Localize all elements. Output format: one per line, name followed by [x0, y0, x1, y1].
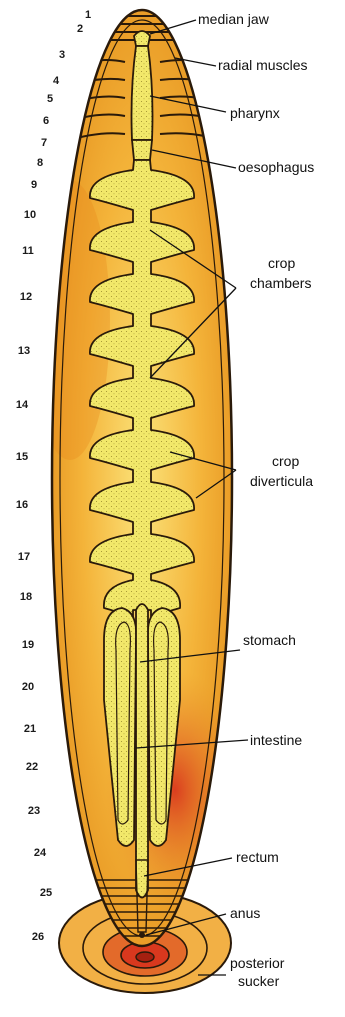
label-crop-diverticula-line1: crop: [272, 453, 299, 469]
segment-number-26: 26: [32, 931, 44, 943]
crop-chambers: [90, 160, 194, 620]
segment-number-10: 10: [24, 209, 36, 221]
median-jaw: [134, 31, 150, 46]
segment-number-24: 24: [34, 847, 47, 859]
segment-number-11: 11: [22, 245, 34, 257]
segment-number-4: 4: [53, 75, 60, 87]
label-radial-muscles: radial muscles: [218, 57, 307, 73]
segment-number-17: 17: [18, 551, 30, 563]
segment-number-6: 6: [43, 115, 49, 127]
segment-number-7: 7: [41, 137, 47, 149]
segment-number-19: 19: [22, 639, 34, 651]
label-median-jaw: median jaw: [198, 11, 270, 27]
segment-number-8: 8: [37, 157, 43, 169]
label-crop-chambers-line1: crop: [268, 255, 295, 271]
segment-number-23: 23: [28, 805, 40, 817]
crop-outline: [90, 160, 194, 620]
label-stomach: stomach: [243, 632, 296, 648]
segment-number-18: 18: [20, 591, 32, 603]
label-pharynx: pharynx: [230, 105, 280, 121]
label-posterior-sucker-line1: posterior: [230, 955, 285, 971]
label-crop-chambers-line2: chambers: [250, 275, 311, 291]
label-intestine: intestine: [250, 732, 302, 748]
segment-number-22: 22: [26, 761, 38, 773]
segment-number-25: 25: [40, 887, 52, 899]
oesophagus: [132, 140, 152, 160]
pharynx: [132, 46, 153, 140]
label-crop-diverticula-line2: diverticula: [250, 473, 313, 489]
segment-number-3: 3: [59, 49, 65, 61]
segment-number-21: 21: [24, 723, 36, 735]
segment-number-15: 15: [16, 451, 28, 463]
segment-number-16: 16: [16, 499, 28, 511]
label-posterior-sucker-line2: sucker: [238, 973, 280, 989]
label-rectum: rectum: [236, 849, 279, 865]
segment-number-12: 12: [20, 291, 32, 303]
segment-number-2: 2: [77, 23, 83, 35]
label-oesophagus: oesophagus: [238, 159, 314, 175]
segment-number-13: 13: [18, 345, 30, 357]
segment-number-1: 1: [85, 9, 91, 21]
label-anus: anus: [230, 905, 260, 921]
intestine: [136, 604, 148, 898]
segment-number-14: 14: [16, 399, 29, 411]
segment-number-5: 5: [47, 93, 53, 105]
anus: [139, 932, 145, 938]
segment-number-9: 9: [31, 179, 37, 191]
segment-number-20: 20: [22, 681, 34, 693]
